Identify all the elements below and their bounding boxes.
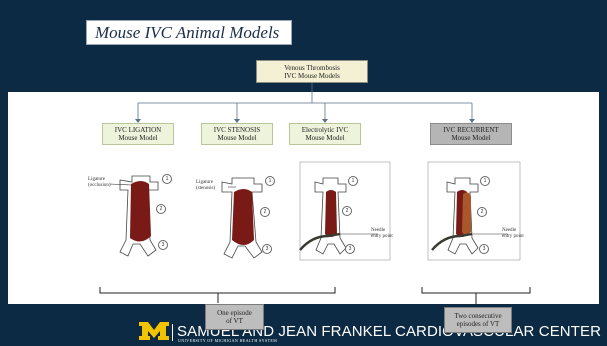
- ligature-occlusion-label: Ligature (occlusion): [88, 177, 111, 189]
- ligation-model-box: IVC LIGATION Mouse Model: [102, 123, 174, 145]
- marker-1: 1: [265, 176, 275, 186]
- ligation-line2: Mouse Model: [103, 134, 173, 142]
- marker-2: 2: [342, 206, 352, 216]
- thrombus-stenosis: [232, 189, 254, 245]
- marker-1: 1: [162, 174, 172, 184]
- two-episodes-line1: Two consecutive: [445, 312, 511, 320]
- root-node-box: Venous Thrombosis IVC Mouse Models: [256, 60, 368, 83]
- footer-divider: [172, 324, 173, 341]
- stenosis-line2: Mouse Model: [202, 134, 272, 142]
- marker-2: 2: [477, 207, 487, 217]
- electrolytic-line2: Mouse Model: [290, 134, 360, 142]
- recurrent-line1: IVC RECURRENT: [431, 126, 511, 134]
- vessel-stenosis: [222, 178, 262, 258]
- electrolytic-line1: Electrolytic IVC: [290, 126, 360, 134]
- electrolytic-model-box: Electrolytic IVC Mouse Model: [289, 123, 361, 145]
- marker-3: 3: [345, 244, 355, 254]
- vessel-recurrent: [432, 178, 508, 254]
- two-episodes-box: Two consecutive episodes of VT: [444, 307, 512, 333]
- stenosis-line1: IVC STENOSIS: [202, 126, 272, 134]
- ligation-line1: IVC LIGATION: [103, 126, 173, 134]
- footer-subtitle: UNIVERSITY OF MICHIGAN HEALTH SYSTEM: [178, 338, 277, 343]
- marker-2: 2: [260, 207, 270, 217]
- ligature-stenosis-line2: (stenosis): [196, 186, 215, 192]
- ligature-occlusion-line2: (occlusion): [88, 183, 111, 189]
- needle-entry-label-2: Needle entry point: [502, 228, 524, 240]
- needle-entry-2-line2: entry point: [502, 234, 524, 240]
- stenosis-model-box: IVC STENOSIS Mouse Model: [201, 123, 273, 145]
- marker-3: 3: [262, 244, 272, 254]
- thrombus-electrolytic: [325, 190, 337, 237]
- root-node-line1: Venous Thrombosis: [257, 64, 367, 72]
- marker-1: 1: [480, 176, 490, 186]
- one-episode-line2: of VT: [206, 317, 263, 325]
- needle-entry-label-1: Needle entry point: [371, 228, 393, 240]
- recurrent-model-box: IVC RECURRENT Mouse Model: [430, 123, 512, 145]
- marker-3: 3: [479, 244, 489, 254]
- needle-entry-1-line2: entry point: [371, 234, 393, 240]
- brace-one-episode: [100, 287, 335, 293]
- root-node-line2: IVC Mouse Models: [257, 72, 367, 80]
- brace-two-episodes: [422, 287, 530, 293]
- university-logo: [139, 322, 169, 340]
- one-episode-line1: One episode: [206, 309, 263, 317]
- ligature-stenosis-label: Ligature (stenosis): [196, 180, 215, 192]
- recurrent-line2: Mouse Model: [431, 134, 511, 142]
- two-episodes-line2: episodes of VT: [445, 320, 511, 328]
- marker-2: 2: [156, 204, 166, 214]
- marker-3: 3: [158, 240, 168, 250]
- thrombus-recurrent-2: [462, 192, 471, 235]
- tree-connectors: [138, 83, 472, 121]
- thrombus-ligation: [130, 181, 151, 242]
- vessel-electrolytic: [300, 178, 378, 254]
- vessel-ligation: [110, 176, 158, 256]
- one-episode-box: One episode of VT: [205, 304, 264, 330]
- marker-1: 1: [348, 176, 358, 186]
